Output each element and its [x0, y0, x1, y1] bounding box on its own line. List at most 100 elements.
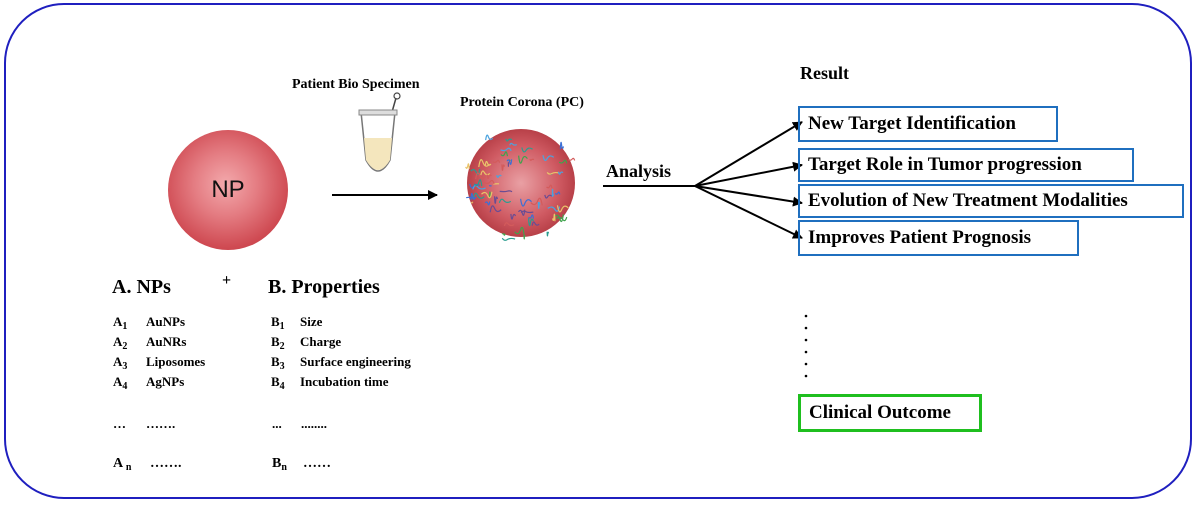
- protein-strand: [537, 202, 541, 209]
- properties-heading: B. Properties: [268, 276, 380, 298]
- property-item-1: B1: [271, 314, 285, 332]
- protein-strand: [542, 155, 555, 162]
- test-tube-icon: [358, 92, 401, 172]
- np-item-2: A2: [113, 334, 128, 352]
- protein-strand: [505, 138, 513, 142]
- np-item-label: AuNRs: [146, 334, 187, 349]
- protein-strand: [466, 196, 477, 200]
- protein-strand: [520, 198, 532, 207]
- protein-strand: [483, 179, 495, 184]
- protein-strand: [517, 209, 526, 216]
- props-ellipsis-left: ...: [272, 416, 282, 431]
- protein-strand: [472, 184, 486, 190]
- np-item-4: A4: [113, 374, 128, 392]
- protein-strand: [471, 201, 474, 204]
- protein-strand: [558, 159, 568, 164]
- protein-strand: [500, 147, 512, 152]
- nps-last-item: A n: [113, 456, 132, 473]
- protein-strand: [472, 192, 485, 200]
- props-last-item: Bn: [272, 456, 287, 473]
- protein-strand: [500, 151, 509, 157]
- props-ellipsis-right: ........: [301, 416, 327, 431]
- protein-strand: [557, 171, 564, 175]
- protein-strand: [486, 174, 492, 180]
- nps-ellipsis-left: …: [113, 416, 126, 431]
- property-item-label: Size: [300, 314, 323, 329]
- protein-strand: [530, 197, 543, 206]
- analysis-label: Analysis: [606, 161, 672, 181]
- protein-strand: [493, 196, 499, 204]
- property-item-label: Incubation time: [300, 374, 389, 389]
- property-item-3: B3: [271, 354, 285, 372]
- protein-strand: [473, 179, 483, 187]
- np-item-label: AgNPs: [146, 374, 185, 389]
- protein-strand: [501, 237, 516, 241]
- dotted-continuation: [804, 314, 808, 378]
- result-box-treatment-modalities: Evolution of New Treatment Modalities: [798, 184, 1184, 218]
- protein-strand: [523, 234, 526, 240]
- protein-strand: [465, 163, 470, 169]
- protein-strand: [484, 201, 491, 206]
- protein-strand: [531, 221, 540, 226]
- protein-strand: [518, 155, 528, 164]
- protein-strand: [478, 159, 490, 168]
- protein-strand: [509, 142, 517, 146]
- protein-strand: [510, 213, 517, 220]
- protein-strand: [559, 141, 565, 150]
- protein-strand: [498, 198, 512, 204]
- np-item-1: A1: [113, 314, 128, 332]
- protein-strand: [484, 160, 492, 166]
- protein-strand: [503, 222, 515, 227]
- corona-label: Protein Corona (PC): [460, 95, 584, 110]
- protein-strand: [520, 210, 534, 214]
- protein-strand: [551, 188, 554, 197]
- result-arrow-3: [694, 185, 803, 207]
- protein-strand: [529, 158, 535, 161]
- protein-strand: [485, 134, 494, 141]
- np-item-label: AuNPs: [146, 314, 186, 329]
- nps-last-dots: …….: [150, 456, 182, 471]
- np-item-3: A3: [113, 354, 128, 372]
- property-item-2: B2: [271, 334, 285, 352]
- protein-strand: [528, 214, 535, 219]
- protein-strand: [527, 218, 534, 227]
- protein-strand: [521, 147, 533, 153]
- protein-strand: [470, 168, 481, 175]
- protein-strand: [501, 164, 506, 171]
- result-arrow-1: [694, 121, 803, 187]
- protein-strand: [480, 170, 491, 176]
- result-arrow-2: [694, 161, 803, 187]
- protein-strand: [496, 174, 502, 178]
- property-item-label: Surface engineering: [300, 354, 411, 369]
- protein-strand: [556, 205, 569, 213]
- np-label: NP: [211, 176, 245, 203]
- props-last-dots: ……: [303, 456, 331, 471]
- result-box-patient-prognosis: Improves Patient Prognosis: [798, 220, 1079, 256]
- diagram-frame: [4, 3, 1192, 499]
- protein-strand: [567, 157, 576, 161]
- result-box-target-role: Target Role in Tumor progression: [798, 148, 1134, 182]
- protein-strand: [546, 184, 553, 189]
- specimen-label: Patient Bio Specimen: [292, 77, 420, 92]
- property-item-label: Charge: [300, 334, 342, 349]
- protein-strand: [552, 213, 556, 222]
- np-item-label: Liposomes: [146, 354, 206, 369]
- protein-strand: [489, 205, 502, 213]
- protein-strand: [492, 159, 501, 163]
- result-label: Result: [800, 63, 849, 83]
- protein-strand: [506, 159, 513, 165]
- protein-corona-particle: [465, 129, 576, 241]
- protein-strand: [501, 233, 506, 236]
- result-box-target-identification: New Target Identification: [798, 106, 1058, 142]
- protein-strand: [475, 172, 486, 180]
- protein-strand: [514, 226, 525, 235]
- protein-strand: [481, 191, 493, 199]
- property-item-4: B4: [271, 374, 285, 392]
- protein-strand: [544, 194, 553, 199]
- protein-strand: [499, 190, 513, 193]
- nanoparticle-circle: [168, 130, 288, 250]
- protein-strand: [554, 191, 561, 195]
- protein-strand: [546, 171, 560, 175]
- plus-sign: +: [222, 272, 232, 289]
